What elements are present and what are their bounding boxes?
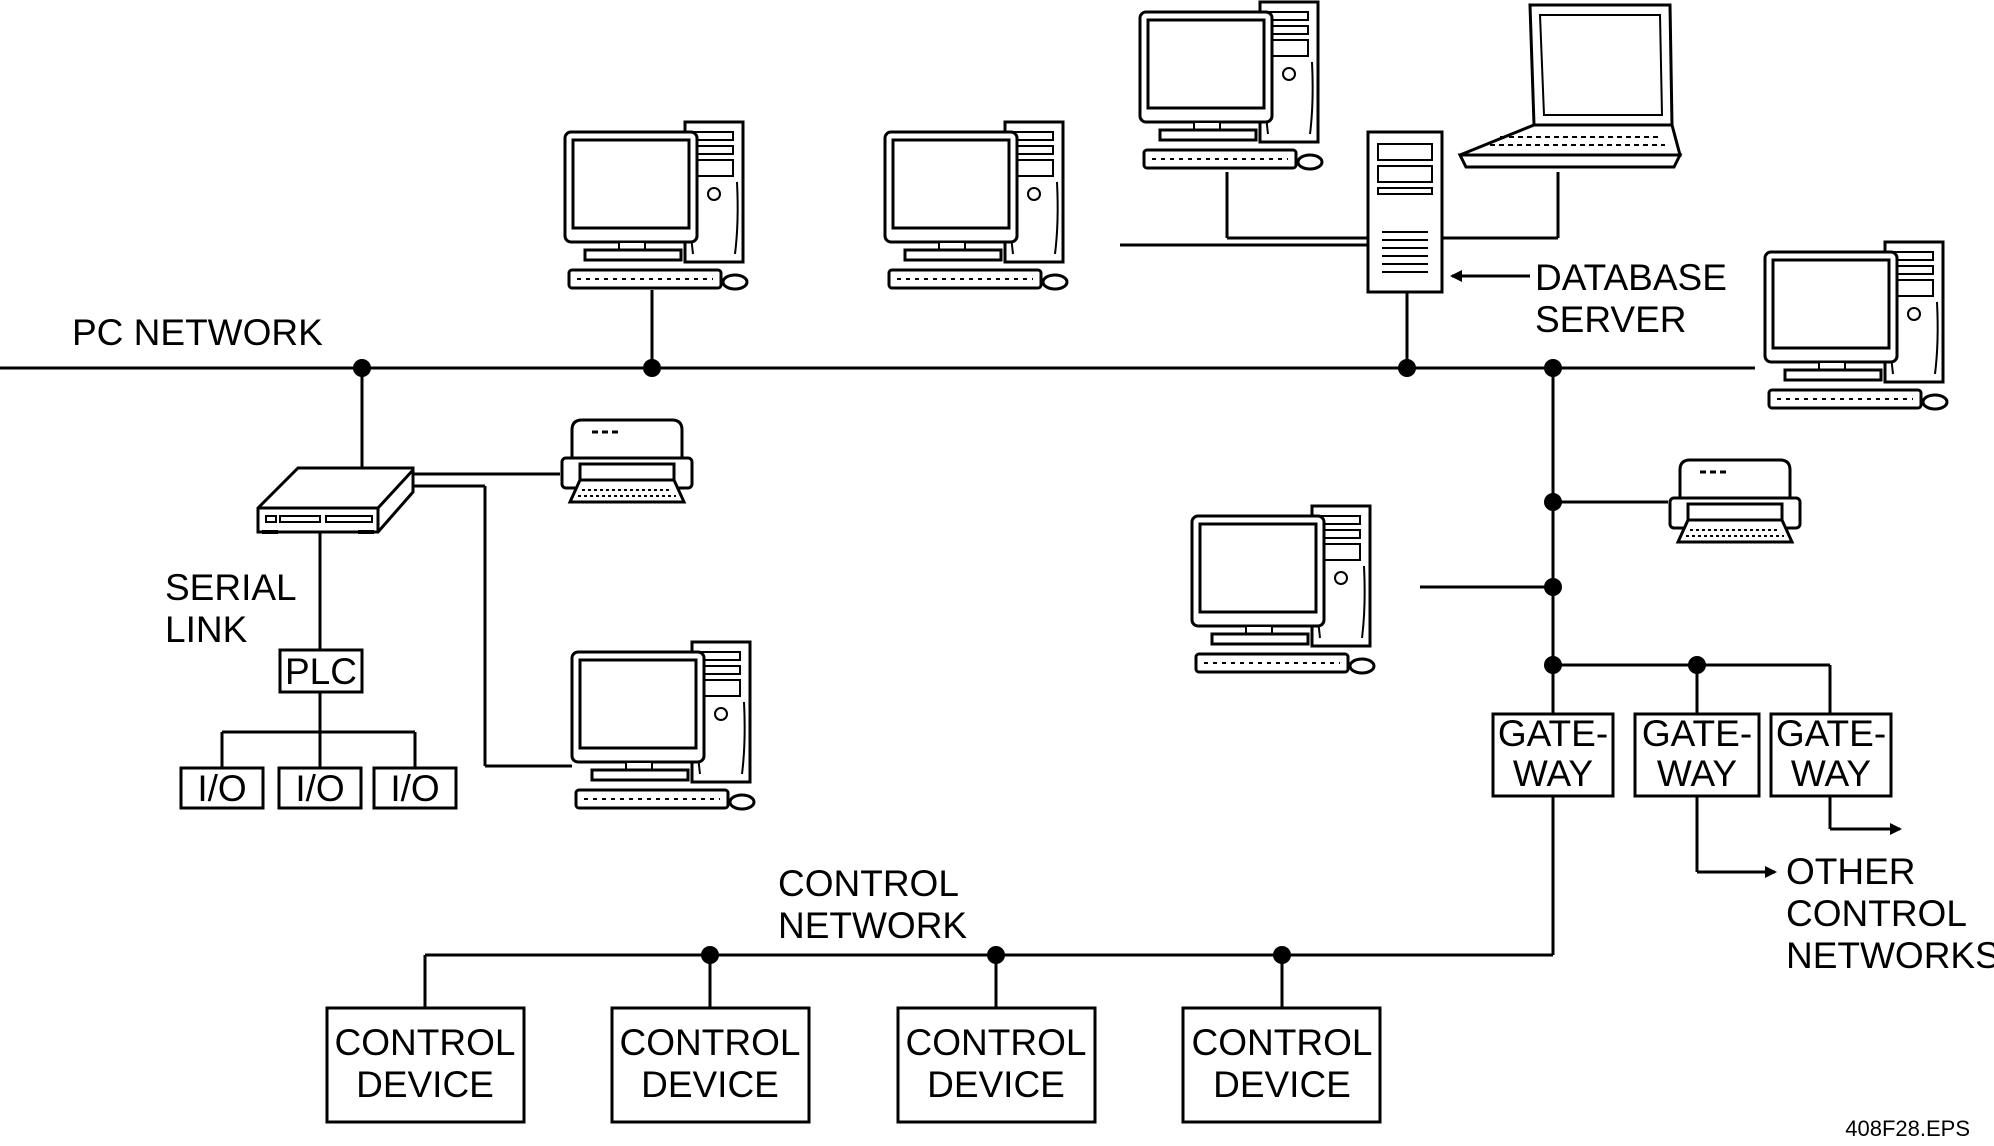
serial-interface-box-icon [256,466,415,534]
desktop-computer-icon [563,120,749,291]
laptop-icon [1458,3,1682,169]
database-server-label-line1: DATABASE [1535,257,1727,298]
figure-id: 408F28.EPS [1845,1116,1970,1141]
io-box: I/O [179,766,265,810]
control-device-label-line1: CONTROL [906,1022,1087,1063]
pc-network-label: PC NETWORK [72,312,323,353]
other-control-networks-line1: OTHER [1786,851,1916,892]
printer-icon [560,418,694,504]
control-device-label-line2: DEVICE [641,1064,779,1105]
desktop-computer-icon [883,120,1069,291]
control-device-label-line2: DEVICE [356,1064,494,1105]
server-tower-icon [1366,130,1444,294]
gateway-box: GATE- WAY [1633,712,1761,798]
other-control-networks-line3: NETWORKS [1786,935,1994,976]
gateway-branch-wiring [1420,368,1902,955]
control-device-label-line2: DEVICE [927,1064,1065,1105]
control-device-label-line1: CONTROL [1192,1022,1373,1063]
control-device-label-line1: CONTROL [335,1022,516,1063]
io-box: I/O [277,766,363,810]
control-device-box: CONTROL DEVICE [896,1006,1097,1124]
pc-network-bus [0,172,1755,470]
other-control-networks-line2: CONTROL [1786,893,1967,934]
control-device-label-line2: DEVICE [1213,1064,1351,1105]
gateway-label-line1: GATE- [1776,713,1886,754]
control-device-box: CONTROL DEVICE [610,1006,811,1124]
io-box: I/O [372,766,458,810]
gateway-label-line2: WAY [1791,753,1871,794]
plc-box: PLC [278,648,364,694]
gateway-box: GATE- WAY [1769,712,1893,798]
io-label: I/O [390,768,439,809]
desktop-computer-icon [1763,240,1949,411]
gateway-box: GATE- WAY [1491,712,1615,798]
printer-icon [1668,458,1802,544]
serial-link-label-line2: LINK [165,609,248,650]
gateway-label-line1: GATE- [1498,713,1608,754]
serial-link-wiring [220,472,572,768]
control-device-label-line1: CONTROL [620,1022,801,1063]
gateway-label-line1: GATE- [1642,713,1752,754]
desktop-computer-icon [1190,504,1376,675]
control-network-bus [423,946,1553,1008]
io-label: I/O [295,768,344,809]
io-label: I/O [197,768,246,809]
gateway-label-line2: WAY [1657,753,1737,794]
serial-link-label-line1: SERIAL [165,567,297,608]
desktop-computer-icon [1138,0,1324,171]
plc-label: PLC [285,651,357,692]
gateway-label-line2: WAY [1513,753,1593,794]
control-device-box: CONTROL DEVICE [1181,1006,1382,1124]
desktop-computer-icon [570,640,756,811]
database-server-label-line2: SERVER [1535,299,1687,340]
control-network-label-line2: NETWORK [778,905,967,946]
control-network-label-line1: CONTROL [778,863,959,904]
control-device-box: CONTROL DEVICE [325,1006,526,1124]
